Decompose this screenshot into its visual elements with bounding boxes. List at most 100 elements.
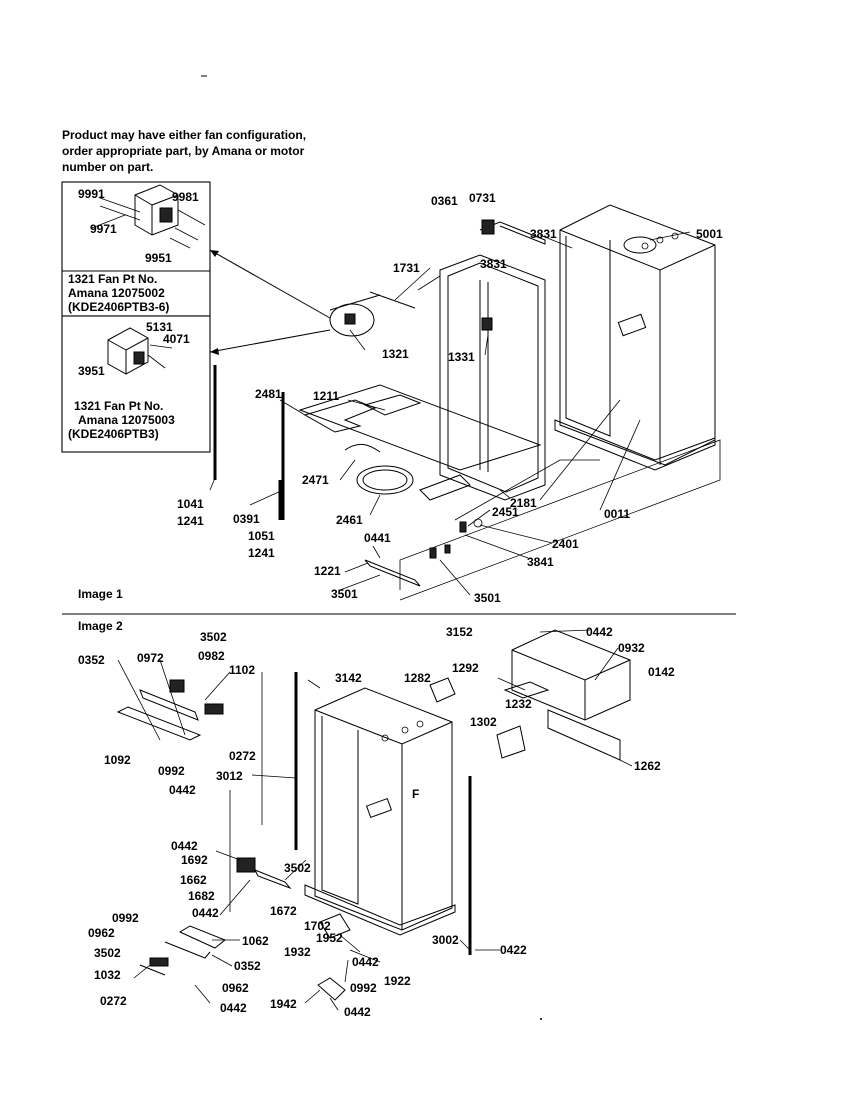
part-label: 0361	[431, 194, 458, 208]
part-label: 3501	[331, 587, 358, 601]
part-label: 1932	[284, 945, 311, 959]
part-label: 3502	[200, 630, 227, 644]
part-label: 0962	[222, 981, 249, 995]
part-label: 1241	[248, 546, 275, 560]
note-line-2: order appropriate part, by Amana or moto…	[62, 144, 305, 158]
part-label: 1211	[313, 389, 339, 403]
configuration-note: Product may have either fan configuratio…	[62, 128, 306, 174]
fan-inset-b: 5131 4071 3951 1321 Fan Pt No. Amana 120…	[61, 315, 211, 453]
part-label: 3831	[480, 257, 507, 271]
part-label: 1292	[452, 661, 479, 675]
image-1-drawing: Image 1 0361 0731 3831 5001 1731 3831 13…	[78, 191, 723, 605]
part-label: 0441	[364, 531, 391, 545]
inset-b-caption: 1321 Fan Pt No.	[74, 399, 163, 413]
part-label: 1662	[180, 873, 207, 887]
inset-a-label: 9981	[172, 190, 199, 204]
part-label: 0352	[78, 653, 105, 667]
part-label: 3152	[446, 625, 473, 639]
part-label: 0992	[112, 911, 139, 925]
part-label: 0391	[233, 512, 260, 526]
inset-b-label: 5131	[146, 320, 173, 334]
inset-b-caption: (KDE2406PTB3)	[68, 427, 159, 441]
part-label: 1331	[448, 350, 475, 364]
part-label: 0272	[100, 994, 127, 1008]
image-1-title: Image 1	[78, 587, 123, 601]
part-label: 1062	[242, 934, 269, 948]
part-label: 0992	[350, 981, 377, 995]
note-line-1: Product may have either fan configuratio…	[62, 128, 306, 142]
part-label: 0982	[198, 649, 225, 663]
inset-a-caption: Amana 12075002	[68, 286, 165, 300]
inset-b-frame	[61, 315, 211, 453]
inset-a-label: 9951	[145, 251, 172, 265]
part-label: 0442	[352, 955, 379, 969]
svg-text:F: F	[412, 787, 419, 801]
part-label: 0011	[604, 507, 630, 521]
part-label: 1241	[177, 514, 204, 528]
part-label: 0442	[171, 839, 198, 853]
part-label: 1942	[270, 997, 297, 1011]
part-label: 2481	[255, 387, 282, 401]
part-label: 0352	[234, 959, 261, 973]
part-label: 3501	[474, 591, 501, 605]
pointer-arrow	[209, 329, 331, 353]
part-label: 3502	[284, 861, 311, 875]
part-label: 1221	[314, 564, 341, 578]
part-label: 0422	[500, 943, 527, 957]
part-label: 0442	[586, 625, 613, 639]
part-label: 0142	[648, 665, 675, 679]
fan-inset-a: 9991 9981 9971 9951 1321 Fan Pt No. Aman…	[61, 181, 211, 317]
part-label: 1952	[316, 931, 343, 945]
part-label: 1672	[270, 904, 297, 918]
part-label: 1041	[177, 497, 204, 511]
pointer-arrow	[209, 249, 331, 319]
part-label: 0932	[618, 641, 645, 655]
stray-dot	[540, 1018, 542, 1020]
image-2-title: Image 2	[78, 619, 123, 633]
part-label: 2401	[552, 537, 579, 551]
part-label: 0272	[229, 749, 256, 763]
part-label: 2471	[302, 473, 329, 487]
part-label: 0962	[88, 926, 115, 940]
part-label: 1682	[188, 889, 215, 903]
inset-a-caption: 1321 Fan Pt No.	[68, 272, 157, 286]
part-label: 3012	[216, 769, 243, 783]
part-label: 0442	[344, 1005, 371, 1019]
part-label: 2451	[492, 505, 519, 519]
inset-b-caption: Amana 12075003	[78, 413, 175, 427]
part-label: 1702	[304, 919, 331, 933]
part-label: 2461	[336, 513, 363, 527]
part-label: 0731	[469, 191, 496, 205]
part-label: 1731	[393, 261, 420, 275]
part-label: 0442	[192, 906, 219, 920]
part-label: 1321	[382, 347, 409, 361]
part-label: 5001	[696, 227, 723, 241]
part-label: 3831	[530, 227, 557, 241]
inset-a-label: 9991	[78, 187, 105, 201]
part-label: 1102	[229, 663, 255, 677]
part-label: 3002	[432, 933, 459, 947]
inset-a-label: 9971	[90, 222, 117, 236]
note-line-3: number on part.	[62, 160, 153, 174]
part-label: 0992	[158, 764, 185, 778]
part-label: 1282	[404, 671, 431, 685]
part-label: 1262	[634, 759, 661, 773]
part-label: 3502	[94, 946, 121, 960]
part-label: 0972	[137, 651, 164, 665]
part-label: 3142	[335, 671, 362, 685]
part-label: 1032	[94, 968, 121, 982]
part-label: 0442	[169, 783, 196, 797]
part-label: 3841	[527, 555, 554, 569]
part-label: 1302	[470, 715, 497, 729]
part-label: 1051	[248, 529, 275, 543]
part-label: 1092	[104, 753, 131, 767]
inset-a-caption: (KDE2406PTB3-6)	[68, 300, 169, 314]
image-2-drawing: Image 2 F	[78, 619, 675, 1019]
part-label: 0442	[220, 1001, 247, 1015]
part-label: 1922	[384, 974, 411, 988]
part-label: 1232	[505, 697, 532, 711]
inset-b-label: 3951	[78, 364, 105, 378]
part-label: 2181	[510, 496, 537, 510]
inset-b-label: 4071	[163, 332, 190, 346]
